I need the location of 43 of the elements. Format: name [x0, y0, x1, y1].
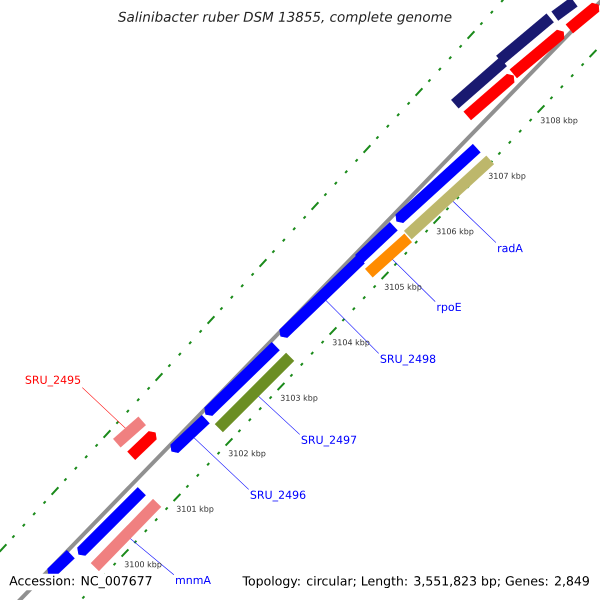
gene-block — [510, 30, 564, 78]
gene-block — [355, 222, 398, 263]
leader-line — [82, 387, 126, 428]
leader-line — [326, 300, 380, 354]
tick-label: 3104 kbp — [332, 339, 370, 347]
leader-line — [130, 538, 174, 576]
gene-block — [566, 2, 600, 34]
gene-block — [279, 255, 365, 338]
footer-text: Topology: circular; Length: 3,551,823 bp; Genes: 2,849 — [240, 574, 592, 590]
tick-label: 3107 kbp — [488, 172, 526, 180]
gene-label: radA — [498, 244, 523, 252]
gene-label: SRU_2495 — [26, 376, 80, 386]
tick-label: 3105 kbp — [384, 284, 422, 292]
tick-label: 3100 kbp — [124, 561, 162, 569]
leader-line — [392, 259, 436, 302]
tick-label: 3106 kbp — [436, 228, 474, 236]
gene-block — [90, 498, 162, 572]
gene-block — [170, 415, 210, 453]
gene-label: mnmA — [176, 576, 211, 584]
gene-block — [496, 14, 554, 64]
tick-label: 3101 kbp — [176, 506, 214, 514]
gene-block — [47, 550, 75, 577]
gene-label: SRU_2496 — [250, 490, 306, 502]
gene-block — [204, 342, 280, 416]
gene-block — [365, 234, 412, 278]
gene-block — [395, 144, 481, 224]
gene-block — [451, 58, 507, 108]
tick-label: 3103 kbp — [280, 394, 318, 402]
gene-block — [113, 416, 146, 448]
leader-line — [452, 201, 496, 243]
gene-block — [127, 431, 157, 460]
leader-line — [194, 438, 250, 490]
title: Salinibacter ruber DSM 13855, complete genome — [116, 9, 454, 27]
gene-block — [552, 0, 578, 21]
gene-label: SRU_2497 — [302, 436, 356, 446]
leader-line — [258, 396, 300, 435]
gene-block — [77, 487, 146, 556]
tick-label: 3108 kbp — [540, 117, 578, 125]
footer-text: Accession: NC_007677 — [7, 574, 155, 590]
gene-label: SRU_2498 — [380, 354, 436, 366]
tick-label: 3102 kbp — [228, 450, 266, 458]
gene-label: rpoE — [437, 302, 461, 314]
gene-block — [464, 74, 514, 120]
